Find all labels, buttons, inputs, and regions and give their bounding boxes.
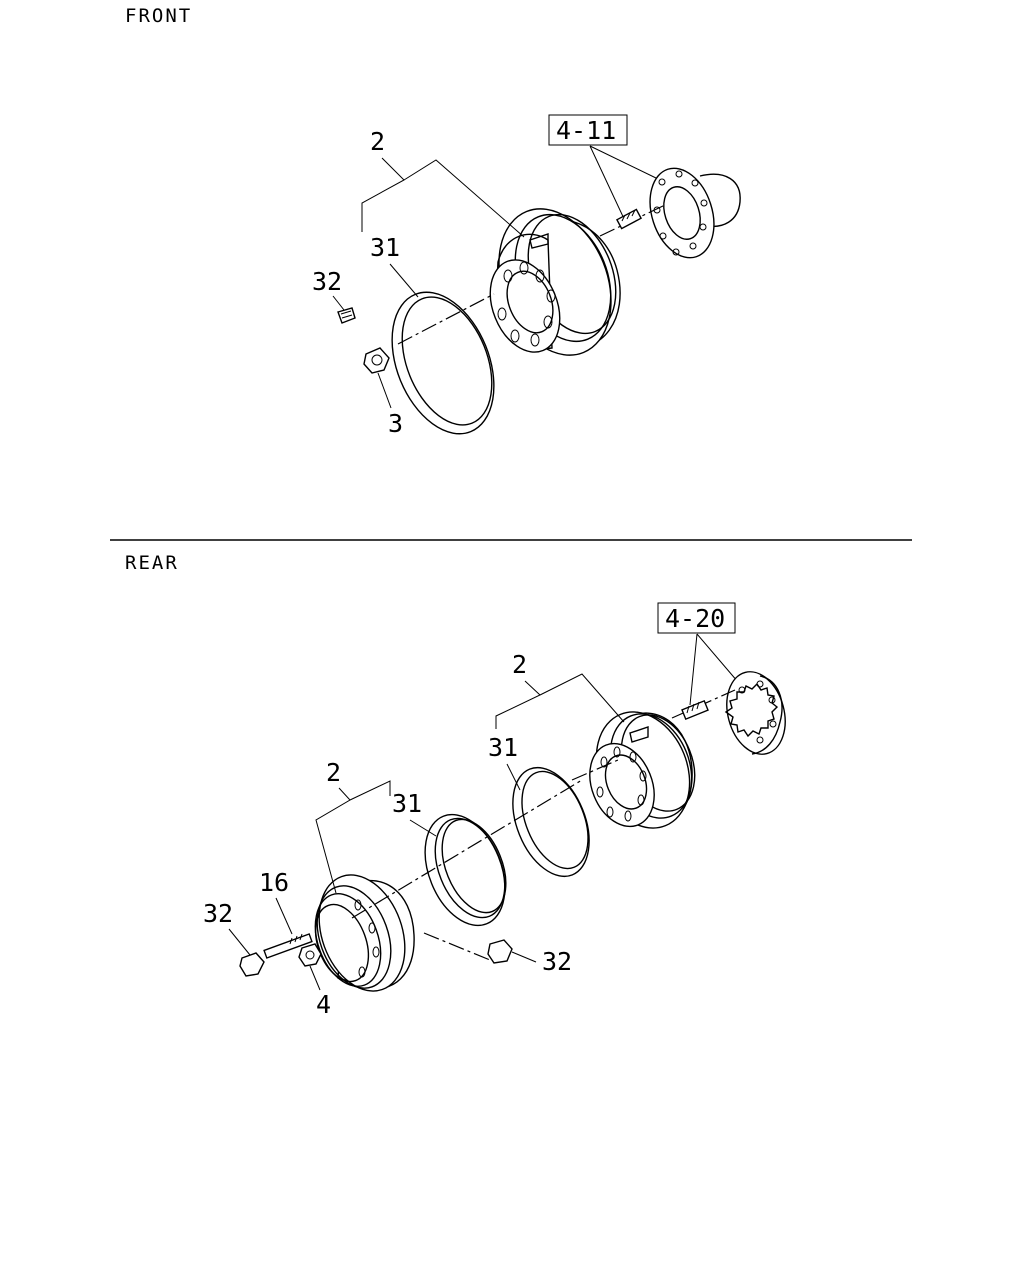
front-ref-leaders bbox=[589, 145, 657, 224]
rear-wheel-nut bbox=[298, 943, 322, 967]
rear-label-inner-wheel: 2 bbox=[512, 650, 527, 679]
front-wheel-bracket bbox=[361, 157, 525, 238]
front-label-nut: 3 bbox=[388, 409, 403, 438]
rear-outer-wheel-bracket bbox=[315, 780, 391, 894]
rear-nut-axis-line bbox=[423, 932, 491, 961]
rear-cap-nut-right-leader bbox=[511, 951, 537, 963]
rear-inner-wheel-bracket bbox=[495, 673, 625, 729]
rear-cap-nut-left bbox=[239, 952, 265, 977]
front-ring-leader bbox=[389, 263, 419, 298]
rear-inner-ring bbox=[512, 766, 590, 878]
front-hub bbox=[649, 167, 741, 259]
rear-label-outer-wheel: 2 bbox=[326, 758, 341, 787]
rear-section-title: REAR bbox=[125, 552, 179, 574]
rear-label-stud: 16 bbox=[259, 868, 289, 897]
rear-label-inner-ring: 31 bbox=[488, 733, 518, 762]
rear-label-cap-nut-left: 32 bbox=[203, 899, 233, 928]
front-cap-nut bbox=[337, 307, 356, 324]
front-label-cap-nut: 32 bbox=[312, 267, 342, 296]
rear-axis-line bbox=[351, 759, 619, 919]
rear-cap-nut-right bbox=[487, 939, 513, 964]
rear-ref-label: 4-20 bbox=[665, 604, 725, 633]
front-wheel-disc bbox=[489, 208, 621, 356]
rear-inner-wheel bbox=[589, 711, 696, 829]
rear-label-cap-nut-right: 32 bbox=[542, 947, 572, 976]
rear-ref-leaders bbox=[689, 633, 739, 706]
rear-long-stud bbox=[263, 933, 313, 959]
rear-inner-ring-leader bbox=[506, 763, 521, 791]
rear-stud-leader bbox=[275, 897, 293, 935]
front-wheel-nut bbox=[363, 347, 390, 374]
rear-nut-leader bbox=[309, 965, 321, 991]
front-label-wheel: 2 bbox=[370, 127, 385, 156]
rear-label-nut: 4 bbox=[316, 990, 331, 1019]
front-section-title: FRONT bbox=[125, 5, 192, 27]
rear-stud-bolt bbox=[671, 689, 736, 721]
rear-outer-wheel bbox=[314, 874, 415, 992]
front-nut-leader bbox=[377, 372, 392, 409]
rear-ref-box[interactable]: 4-20 bbox=[657, 602, 736, 634]
rear-outer-ring-leader bbox=[409, 819, 437, 837]
rear-label-outer-ring: 31 bbox=[392, 789, 422, 818]
front-section: FRONT 4-11 bbox=[125, 5, 741, 438]
front-ref-label: 4-11 bbox=[556, 116, 616, 145]
front-cap-nut-leader bbox=[332, 295, 345, 311]
rear-hub bbox=[724, 671, 786, 755]
front-axis-line bbox=[397, 293, 495, 345]
rear-outer-ring bbox=[424, 813, 507, 927]
front-label-ring: 31 bbox=[370, 233, 400, 262]
front-stud-bolt bbox=[599, 204, 666, 237]
front-ref-box[interactable]: 4-11 bbox=[548, 114, 628, 146]
front-side-ring bbox=[391, 291, 495, 435]
rear-section: REAR 4-20 bbox=[125, 552, 786, 1019]
rear-cap-nut-left-leader bbox=[228, 928, 251, 956]
